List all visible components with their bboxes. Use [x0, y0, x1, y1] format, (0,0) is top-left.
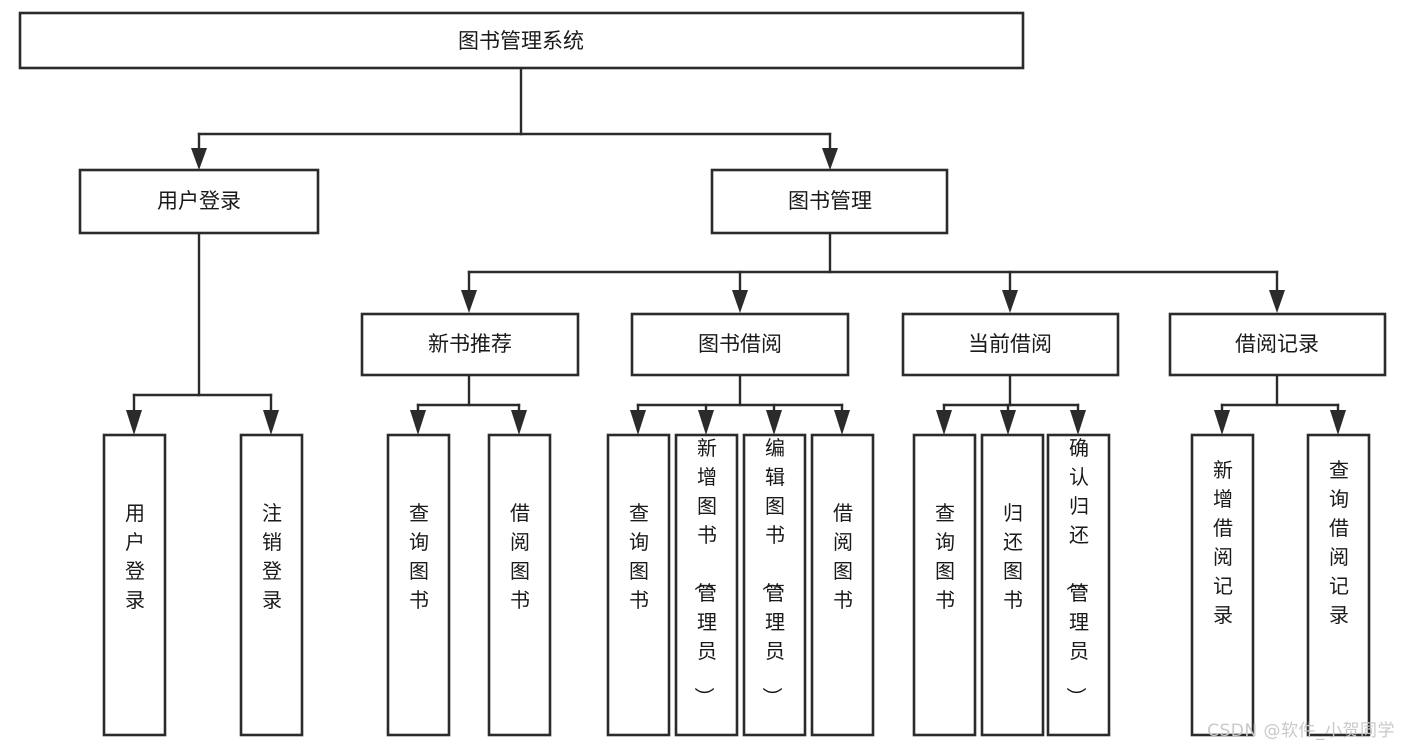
leaf-user-login-1-box[interactable]: [239, 433, 304, 737]
leaf-node[interactable]: 借阅图书: [487, 433, 552, 737]
node-new-book-recommend-label: 新书推荐: [428, 332, 512, 356]
node-user-login-label: 用户登录: [157, 189, 241, 213]
leaf-book-borrow-2-label: 编辑图书（管理员）: [760, 436, 785, 707]
arrowhead-leaf-book-borrow-1: [698, 410, 714, 435]
leaf-borrow-record-0-box[interactable]: [1190, 433, 1255, 737]
leaf-user-login-1-label: 注销登录: [262, 501, 282, 612]
arrowhead-leaf-user-login-0: [126, 410, 142, 435]
arrowhead-book-manage: [822, 148, 838, 170]
node-book-manage[interactable]: 图书管理: [710, 168, 949, 235]
arrowhead-leaf-new-book-0: [410, 410, 426, 435]
leaf-book-borrow-0-label: 查询图书: [629, 501, 649, 612]
arrowhead-leaf-book-borrow-0: [630, 410, 646, 435]
leaf-book-borrow-1-box[interactable]: [674, 433, 739, 737]
leaf-new-book-0-label: 查询图书: [409, 501, 429, 612]
leaf-node[interactable]: 归还图书: [980, 433, 1045, 737]
leaf-node[interactable]: 查询图书: [386, 433, 451, 737]
leaf-book-borrow-2-box[interactable]: [742, 433, 807, 737]
leaf-node[interactable]: 注销登录: [239, 433, 304, 737]
leaf-new-book-1-label: 借阅图书: [510, 501, 530, 612]
arrowhead-leaf-current-borrow-2: [1070, 410, 1086, 435]
connector-layer: [126, 66, 1346, 435]
arrowhead-current-borrow: [1002, 290, 1018, 313]
node-borrow-record-label: 借阅记录: [1235, 332, 1319, 356]
leaf-user-login-0-box[interactable]: [102, 433, 167, 737]
leaf-current-borrow-0-box[interactable]: [912, 433, 977, 737]
leaf-node[interactable]: 查询图书: [606, 433, 671, 737]
node-root[interactable]: 图书管理系统: [18, 11, 1025, 70]
leaf-current-borrow-0-label: 查询图书: [935, 501, 955, 612]
leaf-node[interactable]: 查询图书: [912, 433, 977, 737]
node-book-borrow-label: 图书借阅: [698, 332, 782, 356]
arrowhead-leaf-current-borrow-1: [1000, 410, 1016, 435]
node-current-borrow-label: 当前借阅: [968, 332, 1052, 356]
leaf-book-borrow-0-box[interactable]: [606, 433, 671, 737]
csdn-watermark: CSDN @软件_小贺同学: [1207, 721, 1395, 741]
node-book-borrow[interactable]: 图书借阅: [630, 312, 850, 377]
leaf-book-borrow-3-label: 借阅图书: [833, 501, 853, 612]
leaf-user-login-0-label: 用户登录: [125, 501, 145, 612]
arrowhead-borrow-record: [1269, 290, 1285, 313]
leaf-current-borrow-1-box[interactable]: [980, 433, 1045, 737]
arrowhead-book-borrow: [732, 290, 748, 313]
arrowhead-leaf-book-borrow-2: [766, 410, 782, 435]
arrowhead-leaf-book-borrow-3: [834, 410, 850, 435]
node-book-manage-box[interactable]: [710, 168, 949, 235]
node-root-box[interactable]: [18, 11, 1025, 70]
leaf-borrow-record-1-box[interactable]: [1306, 433, 1371, 737]
leaf-current-borrow-2-label: 确认归还（管理员）: [1064, 436, 1089, 707]
node-user-login[interactable]: 用户登录: [78, 168, 320, 235]
leaf-current-borrow-1-label: 归还图书: [1003, 501, 1023, 612]
node-new-book-recommend[interactable]: 新书推荐: [360, 312, 580, 377]
arrowhead-leaf-user-login-1: [263, 410, 279, 435]
leaf-node[interactable]: 查询借阅记录: [1306, 433, 1371, 737]
arrowhead-leaf-new-book-1: [511, 410, 527, 435]
leaf-node[interactable]: 用户登录: [102, 433, 167, 737]
leaf-new-book-0-box[interactable]: [386, 433, 451, 737]
leaf-node[interactable]: 确认归还（管理员）: [1046, 433, 1111, 737]
arrowhead-leaf-borrow-record-0: [1214, 410, 1230, 435]
leaf-current-borrow-2-box[interactable]: [1046, 433, 1111, 737]
node-new-book-recommend-box[interactable]: [360, 312, 580, 377]
leaf-node[interactable]: 新增借阅记录: [1190, 433, 1255, 737]
leaf-node[interactable]: 借阅图书: [810, 433, 875, 737]
node-current-borrow-box[interactable]: [901, 312, 1120, 377]
node-root-label: 图书管理系统: [458, 29, 584, 53]
arrowhead-leaf-current-borrow-0: [936, 410, 952, 435]
leaf-node[interactable]: 编辑图书（管理员）: [742, 433, 807, 737]
node-book-manage-label: 图书管理: [788, 189, 872, 213]
leaf-book-borrow-1-label: 新增图书（管理员）: [692, 436, 717, 707]
leaf-borrow-record-1-label: 查询借阅记录: [1329, 458, 1349, 627]
node-book-borrow-box[interactable]: [630, 312, 850, 377]
arrowhead-user-login: [191, 148, 207, 170]
leaf-borrow-record-0-label: 新增借阅记录: [1213, 458, 1233, 627]
leaf-new-book-1-box[interactable]: [487, 433, 552, 737]
node-borrow-record[interactable]: 借阅记录: [1168, 312, 1387, 377]
leaf-book-borrow-3-box[interactable]: [810, 433, 875, 737]
node-user-login-box[interactable]: [78, 168, 320, 235]
node-borrow-record-box[interactable]: [1168, 312, 1387, 377]
arrowhead-leaf-borrow-record-1: [1330, 410, 1346, 435]
node-current-borrow[interactable]: 当前借阅: [901, 312, 1120, 377]
leaf-node[interactable]: 新增图书（管理员）: [674, 433, 739, 737]
arrowhead-new-book: [461, 290, 477, 313]
